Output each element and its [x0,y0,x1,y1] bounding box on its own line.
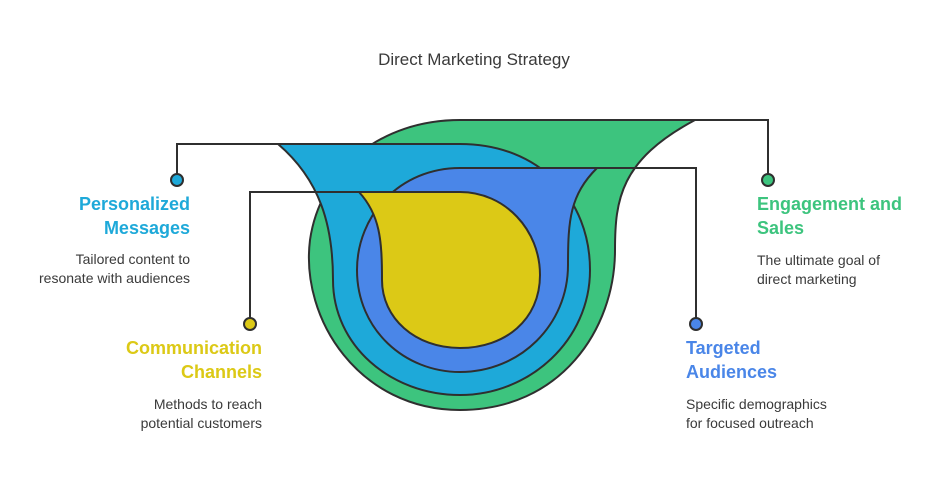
dot-personalized [170,173,184,187]
diagram-title: Direct Marketing Strategy [378,50,570,69]
personalized-messages-desc-line2: resonate with audiences [39,270,190,286]
personalized-messages-desc: Tailored content to resonate with audien… [10,250,190,288]
personalized-messages-desc-line1: Tailored content to [75,251,190,267]
connector-communication [249,191,362,324]
connector-personalized [176,143,290,180]
targeted-audiences-desc: Specific demographics for focused outrea… [686,395,886,433]
communication-channels-shape [358,191,541,349]
engagement-sales-label-line1: Engagement and [757,194,903,214]
personalized-messages-label-line1: Personalized [78,194,190,214]
communication-channels-desc-line2: potential customers [140,415,262,431]
personalized-messages-label: Personalized Messages [40,192,190,240]
engagement-sales-label-line2: Sales [757,218,805,238]
targeted-audiences-label-line1: Targeted [686,338,761,358]
communication-channels-label-line1: Communication [125,338,262,358]
targeted-audiences-label: Targeted Audiences [686,336,866,384]
dot-targeted [689,317,703,331]
dot-engagement [761,173,775,187]
personalized-messages-label-line2: Messages [103,218,190,238]
communication-channels-desc: Methods to reach potential customers [82,395,262,433]
communication-channels-desc-line1: Methods to reach [153,396,262,412]
engagement-sales-desc: The ultimate goal of direct marketing [757,251,937,289]
targeted-audiences-desc-line2: for focused outreach [686,415,814,431]
engagement-sales-desc-line2: direct marketing [757,271,857,287]
targeted-audiences-label-line2: Audiences [686,362,778,382]
connector-targeted [592,167,697,324]
communication-channels-label: Communication Channels [82,336,262,384]
engagement-sales-desc-line1: The ultimate goal of [757,252,880,268]
connector-engagement [690,119,769,180]
engagement-sales-label: Engagement and Sales [757,192,942,240]
dot-communication [243,317,257,331]
communication-channels-label-line2: Channels [180,362,262,382]
targeted-audiences-desc-line1: Specific demographics [686,396,827,412]
